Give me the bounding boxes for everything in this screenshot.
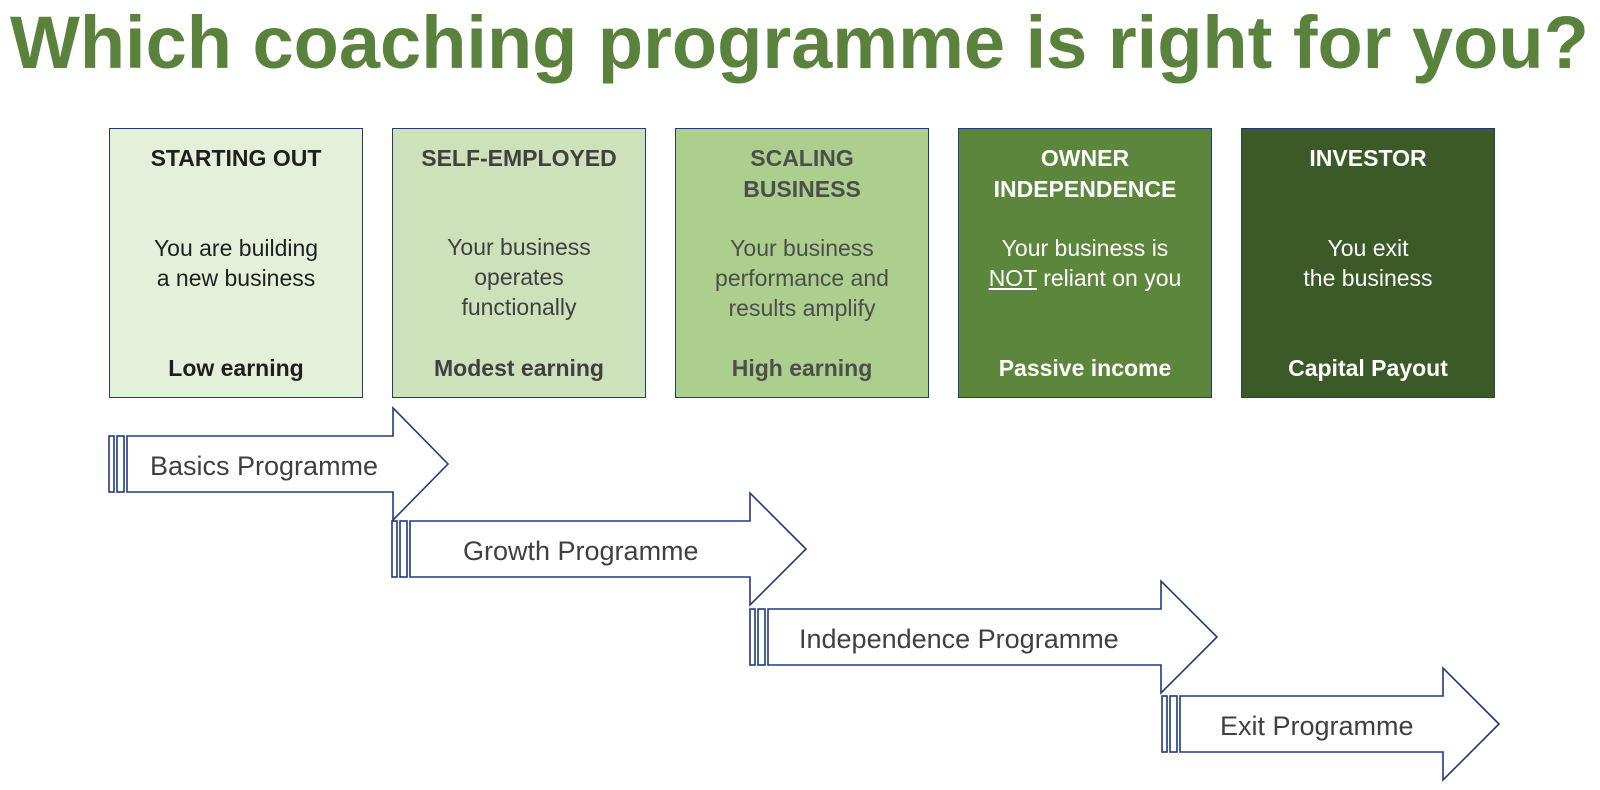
stage-description-line: functionally: [461, 294, 577, 320]
independence-programme-label: Independence Programme: [799, 624, 1119, 654]
stage-description-line: Your business: [447, 234, 591, 260]
stage-heading-line: SCALING: [750, 145, 854, 171]
stage-description-line: Your business: [730, 235, 874, 261]
stage-earning: Capital Payout: [1288, 355, 1448, 381]
stage-description-emphasis: NOT: [988, 265, 1037, 291]
basics-programme-arrow: [108, 406, 450, 522]
stage-description-text: reliant on you: [1036, 265, 1182, 291]
stage-heading-line: INDEPENDENCE: [993, 176, 1177, 202]
stage-earning: Passive income: [998, 355, 1172, 381]
stage-earning: Low earning: [168, 355, 304, 381]
exit-programme-label: Exit Programme: [1220, 711, 1414, 741]
exit-programme-arrow: [1161, 666, 1501, 782]
stage-description: You exit the business: [1242, 233, 1494, 293]
stage-heading-text: STARTING OUT: [150, 145, 322, 171]
stage-description-line: results amplify: [728, 295, 876, 321]
page-title: Which coaching programme is right for yo…: [10, 1, 1589, 84]
stage-heading-line: BUSINESS: [743, 176, 861, 202]
stage-heading-line: OWNER: [1040, 145, 1130, 171]
stage-description: Your business performance and results am…: [676, 233, 928, 323]
stage-earning: Modest earning: [434, 355, 604, 381]
stage-heading: OWNER INDEPENDENCE: [959, 143, 1211, 205]
stage-earning: High earning: [731, 355, 873, 381]
stage-description-line: You exit: [1327, 235, 1409, 261]
stage-description: Your business is NOT reliant on you: [959, 233, 1211, 293]
stage-self-employed: SELF-EMPLOYED Your business operates fun…: [392, 128, 646, 398]
stage-starting-out: STARTING OUT You are building a new busi…: [109, 128, 363, 398]
stage-owner-independence: OWNER INDEPENDENCE Your business is NOT …: [958, 128, 1212, 398]
stage-investor: INVESTOR You exit the business Capital P…: [1241, 128, 1495, 398]
stage-description-line: performance and: [715, 265, 889, 291]
stage-heading: SELF-EMPLOYED: [393, 143, 645, 174]
stage-scaling-business: SCALING BUSINESS Your business performan…: [675, 128, 929, 398]
stage-heading-text: SELF-EMPLOYED: [421, 145, 617, 171]
growth-programme-label: Growth Programme: [463, 536, 699, 566]
stage-description-line: Your business is: [1001, 235, 1169, 261]
stage-description: Your business operates functionally: [393, 232, 645, 322]
stage-heading: SCALING BUSINESS: [676, 143, 928, 205]
stage-description-line: the business: [1303, 265, 1433, 291]
basics-programme-label: Basics Programme: [150, 451, 379, 481]
stage-description-line: NOT reliant on you: [963, 263, 1207, 293]
stage-description-line: operates: [474, 264, 564, 290]
stage-description-line: a new business: [156, 265, 316, 291]
stage-heading: INVESTOR: [1242, 143, 1494, 174]
stage-description-line: You are building: [153, 235, 319, 261]
stage-heading-text: INVESTOR: [1309, 145, 1427, 171]
stage-heading: STARTING OUT: [110, 143, 362, 174]
growth-programme-arrow: [391, 491, 808, 607]
stage-description: You are building a new business: [110, 233, 362, 293]
independence-programme-arrow: [749, 579, 1219, 695]
